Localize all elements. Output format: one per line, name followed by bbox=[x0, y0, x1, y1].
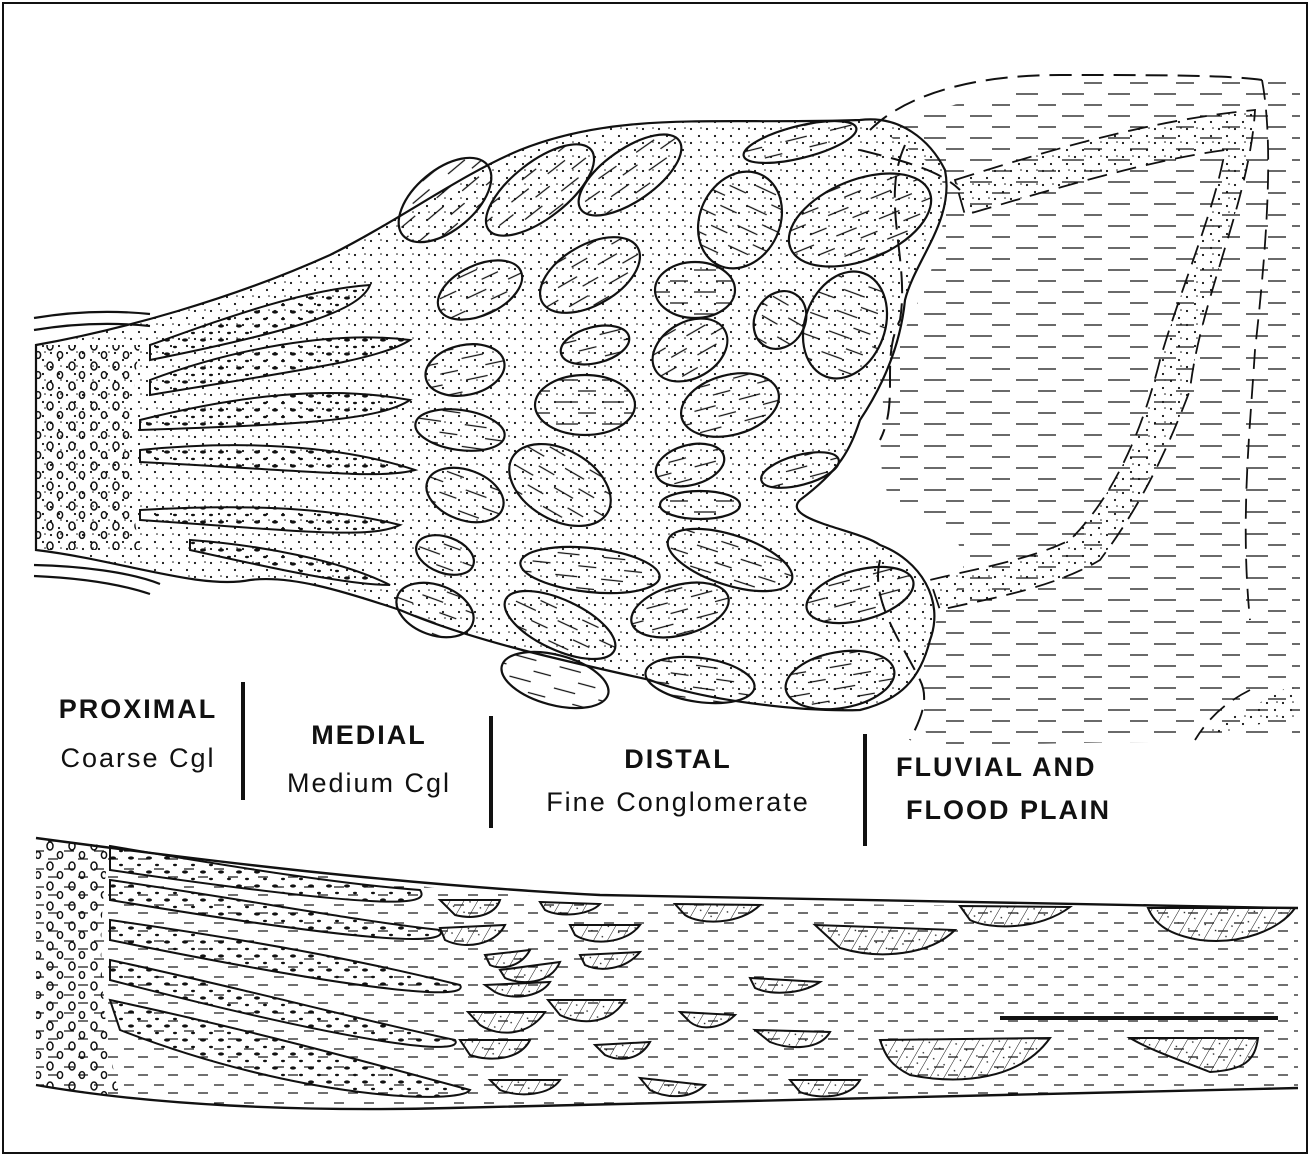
divider-medial-distal bbox=[489, 716, 493, 828]
zone-fluvial-title: FLUVIAL AND bbox=[896, 754, 1156, 781]
zone-fluvial-subtitle: FLOOD PLAIN bbox=[906, 797, 1166, 824]
divider-distal-fluvial bbox=[863, 734, 867, 846]
zone-distal-title: DISTAL bbox=[508, 746, 848, 773]
zone-medial-title: MEDIAL bbox=[258, 722, 480, 749]
plan-view-fan bbox=[34, 75, 1300, 745]
divider-proximal-medial bbox=[241, 682, 245, 800]
zone-medial-subtitle: Medium Cgl bbox=[258, 770, 480, 797]
proximal-zone bbox=[36, 345, 140, 550]
zone-distal-subtitle: Fine Conglomerate bbox=[508, 789, 848, 816]
zone-proximal-subtitle: Coarse Cgl bbox=[36, 745, 240, 772]
cross-section bbox=[36, 838, 1298, 1109]
zone-proximal-title: PROXIMAL bbox=[38, 696, 238, 723]
